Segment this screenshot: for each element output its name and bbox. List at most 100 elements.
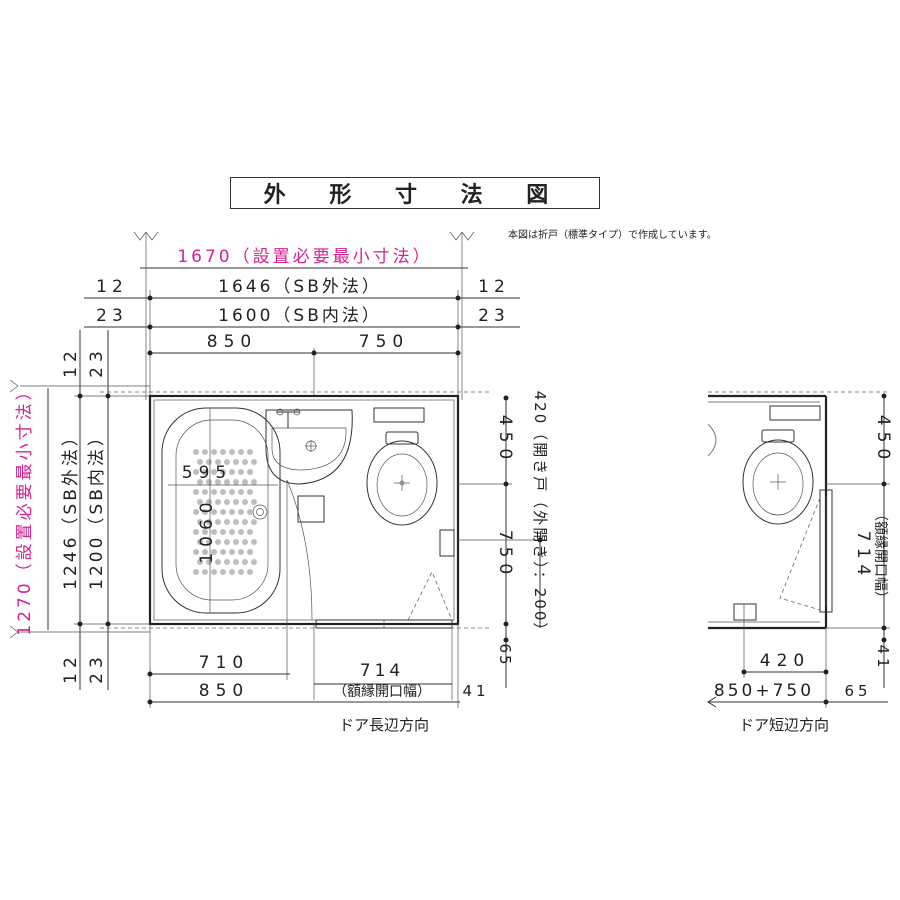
tub-dot bbox=[215, 559, 221, 565]
tub-dot bbox=[197, 519, 203, 525]
tub-dot bbox=[247, 489, 253, 495]
room-plan bbox=[100, 391, 490, 700]
door-420-label: 420（開き戸（外開き）：200） bbox=[531, 391, 549, 640]
tub-dot bbox=[224, 559, 230, 565]
tub-dot bbox=[202, 569, 208, 575]
tub-dot bbox=[215, 499, 221, 505]
tub-dot bbox=[229, 509, 235, 515]
right-450-label: 450 bbox=[495, 415, 515, 465]
v-23-label: 23 bbox=[87, 346, 107, 378]
left-dimension-lines bbox=[9, 330, 150, 690]
tub-dot bbox=[211, 569, 217, 575]
tub-dot bbox=[193, 549, 199, 555]
tub-dot bbox=[206, 479, 212, 485]
left-23-label: 23 bbox=[96, 306, 128, 326]
tub-dot bbox=[202, 489, 208, 495]
sb-outer-width-label: 1646（SB外法） bbox=[218, 277, 382, 297]
wash-basin bbox=[265, 408, 353, 485]
tub-dot bbox=[202, 469, 208, 475]
tub-dot bbox=[197, 459, 203, 465]
top-750-label: 750 bbox=[359, 332, 409, 352]
toilet bbox=[366, 431, 438, 526]
note-text: 本図は折戸（標準タイプ）で作成しています。 bbox=[508, 230, 717, 241]
tub-dot bbox=[220, 569, 226, 575]
tub-dot bbox=[193, 509, 199, 515]
tub-dot bbox=[211, 529, 217, 535]
tub-dot bbox=[238, 569, 244, 575]
r-450-label: 450 bbox=[873, 415, 893, 465]
tub-dot bbox=[224, 499, 230, 505]
tub-dot bbox=[238, 469, 244, 475]
tub-dot bbox=[197, 499, 203, 505]
tub-dot bbox=[247, 569, 253, 575]
bottom-710-label: 710 bbox=[199, 653, 249, 673]
tub-dot bbox=[202, 549, 208, 555]
tub-dot bbox=[215, 519, 221, 525]
right-65-label: 65 bbox=[496, 643, 514, 666]
r-714-label: 714 bbox=[853, 531, 873, 581]
tub-dot bbox=[229, 529, 235, 535]
tub-dot bbox=[233, 479, 239, 485]
tub-1060-label: 1060 bbox=[197, 496, 217, 563]
tub-dot bbox=[238, 489, 244, 495]
sb-inner-width-label: 1600（SB内法） bbox=[218, 306, 382, 326]
tub-dot bbox=[224, 459, 230, 465]
r-65-label: 65 bbox=[844, 682, 871, 700]
tub-dot bbox=[238, 549, 244, 555]
tub-dot bbox=[206, 539, 212, 545]
top-dimension-lines bbox=[84, 231, 520, 400]
tub-dot bbox=[242, 539, 248, 545]
tub-dot bbox=[224, 479, 230, 485]
tub-dot bbox=[229, 449, 235, 455]
tub-dot bbox=[202, 509, 208, 515]
tub-dot bbox=[220, 529, 226, 535]
tub-dot bbox=[197, 559, 203, 565]
tub-dot bbox=[193, 529, 199, 535]
top-850-label: 850 bbox=[207, 332, 257, 352]
v-bottom-12-label: 12 bbox=[61, 652, 81, 684]
tub-dot bbox=[193, 449, 199, 455]
right-750-label: 750 bbox=[495, 530, 515, 580]
tub-dot bbox=[229, 549, 235, 555]
tub-dot bbox=[197, 539, 203, 545]
tub-dot bbox=[215, 459, 221, 465]
r-frame-opening-label: （額縁開口幅） bbox=[872, 507, 888, 605]
tub-dot bbox=[193, 469, 199, 475]
v-12-label: 12 bbox=[61, 346, 81, 378]
r-420-label: 420 bbox=[760, 651, 810, 671]
tub-dot bbox=[197, 479, 203, 485]
tub-dot bbox=[224, 519, 230, 525]
tub-dot bbox=[251, 559, 257, 565]
tub-dot bbox=[211, 489, 217, 495]
tub-dot bbox=[193, 569, 199, 575]
tub-dot bbox=[251, 539, 257, 545]
tub-dot bbox=[229, 489, 235, 495]
tub-dot bbox=[229, 469, 235, 475]
title-box: 外 形 寸 法 図 bbox=[230, 177, 600, 209]
bathtub bbox=[161, 407, 281, 614]
diagram-title: 外 形 寸 法 図 bbox=[263, 183, 567, 208]
storage-box bbox=[297, 495, 325, 523]
door-long-caption: ドア長辺方向 bbox=[339, 716, 429, 734]
paper-holder bbox=[439, 529, 455, 557]
tub-dot bbox=[247, 529, 253, 535]
tub-anti-slip-dots bbox=[193, 449, 257, 575]
r-850-750-label: 850+750 bbox=[714, 681, 814, 701]
tub-dot bbox=[242, 499, 248, 505]
tub-dot bbox=[211, 509, 217, 515]
install-min-width-label: 1670（設置必要最小寸法） bbox=[177, 247, 432, 267]
tub-dot bbox=[211, 469, 217, 475]
sb-inner-depth-label: 1200（SB内法） bbox=[87, 426, 107, 590]
frame-714-label: 714 bbox=[360, 661, 404, 681]
bottom-41-label: 41 bbox=[462, 682, 489, 700]
bottom-dimension-lines bbox=[147, 624, 460, 708]
tub-dot bbox=[229, 569, 235, 575]
v-bottom-23-label: 23 bbox=[87, 652, 107, 684]
tub-dot bbox=[202, 529, 208, 535]
tub-dot bbox=[251, 519, 257, 525]
tub-dot bbox=[211, 549, 217, 555]
tub-dot bbox=[233, 519, 239, 525]
door-short-caption: ドア短辺方向 bbox=[739, 716, 829, 734]
right-23-label: 23 bbox=[478, 306, 510, 326]
